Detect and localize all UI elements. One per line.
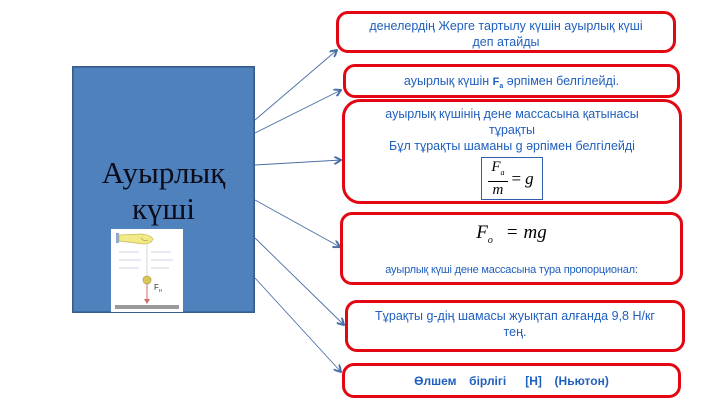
- fraction-numerator: Fa: [488, 159, 508, 182]
- formula-box: Fo =mg ауырлық күші дене массасына тура п…: [340, 212, 683, 285]
- unit-box: Өлшем бірлігі [Н] (Ньютон): [342, 363, 681, 398]
- force-symbol-letter: F: [492, 76, 500, 88]
- unit-text: Өлшем бірлігі [Н] (Ньютон): [414, 374, 609, 388]
- ratio-fraction: Fa m: [488, 159, 508, 198]
- force-symbol: Fа: [492, 76, 504, 91]
- main-title-line2: күші: [131, 191, 196, 226]
- pendulum-illustration: F н: [111, 229, 183, 312]
- ratio-line3: Бұл тұрақты шаманы g әрпімен белгілейді: [389, 139, 635, 153]
- arrow-to-constant: [254, 237, 344, 325]
- formula-equals: =: [506, 222, 518, 243]
- arrow-to-unit: [254, 277, 341, 372]
- notation-text-after: әрпімен белгілейді.: [503, 74, 620, 88]
- ratio-formula: Fa m =g: [481, 157, 543, 200]
- formula-lhs-subscript: o: [487, 234, 493, 246]
- notation-text-before: ауырлық күшін: [403, 74, 493, 88]
- arrow-to-definition: [254, 50, 337, 121]
- hanging-weight-icon: F н: [111, 229, 183, 312]
- ratio-line2: тұрақты: [488, 123, 536, 137]
- gravity-formula: Fo =mg: [343, 222, 680, 249]
- definition-line2: деп атайды: [472, 35, 540, 49]
- ratio-line1: ауырлық күшінің дене массасына қатынасы: [385, 107, 639, 121]
- numerator-symbol: F: [491, 159, 501, 175]
- main-title: Ауырлық күші: [73, 155, 254, 227]
- numerator-subscript: a: [500, 168, 505, 177]
- arrow-to-ratio: [254, 160, 341, 166]
- arrow-to-formula: [254, 199, 340, 247]
- constant-value-box: Тұрақты g-дің шамасы жуықтап алғанда 9,8…: [345, 300, 685, 352]
- formula-caption: ауырлық күші дене массасына тура пропорц…: [385, 264, 638, 276]
- constant-line1: Тұрақты g-дің шамасы жуықтап алғанда 9,8…: [375, 309, 655, 323]
- arrow-to-notation: [254, 90, 341, 134]
- main-title-line1: Ауырлық: [101, 155, 226, 190]
- force-symbol-subscript: а: [499, 83, 504, 91]
- fraction-denominator: m: [492, 182, 504, 198]
- formula-result: g: [525, 169, 534, 188]
- formula-rhs: mg: [523, 222, 547, 243]
- svg-text:н: н: [159, 288, 162, 294]
- ratio-box: ауырлық күшінің дене массасына қатынасы …: [342, 99, 682, 204]
- equals-sign: =: [511, 169, 522, 188]
- definition-line1: денелердің Жерге тартылу күшін ауырлық к…: [369, 19, 643, 33]
- definition-box: денелердің Жерге тартылу күшін ауырлық к…: [336, 11, 676, 53]
- notation-box: ауырлық күшін Fа әрпімен белгілейді.: [343, 64, 680, 98]
- formula-lhs: F: [476, 222, 488, 243]
- gravity-concept-block: Ауырлық күші F н: [72, 66, 255, 313]
- svg-text:F: F: [154, 283, 159, 292]
- constant-line2: тең.: [503, 325, 527, 339]
